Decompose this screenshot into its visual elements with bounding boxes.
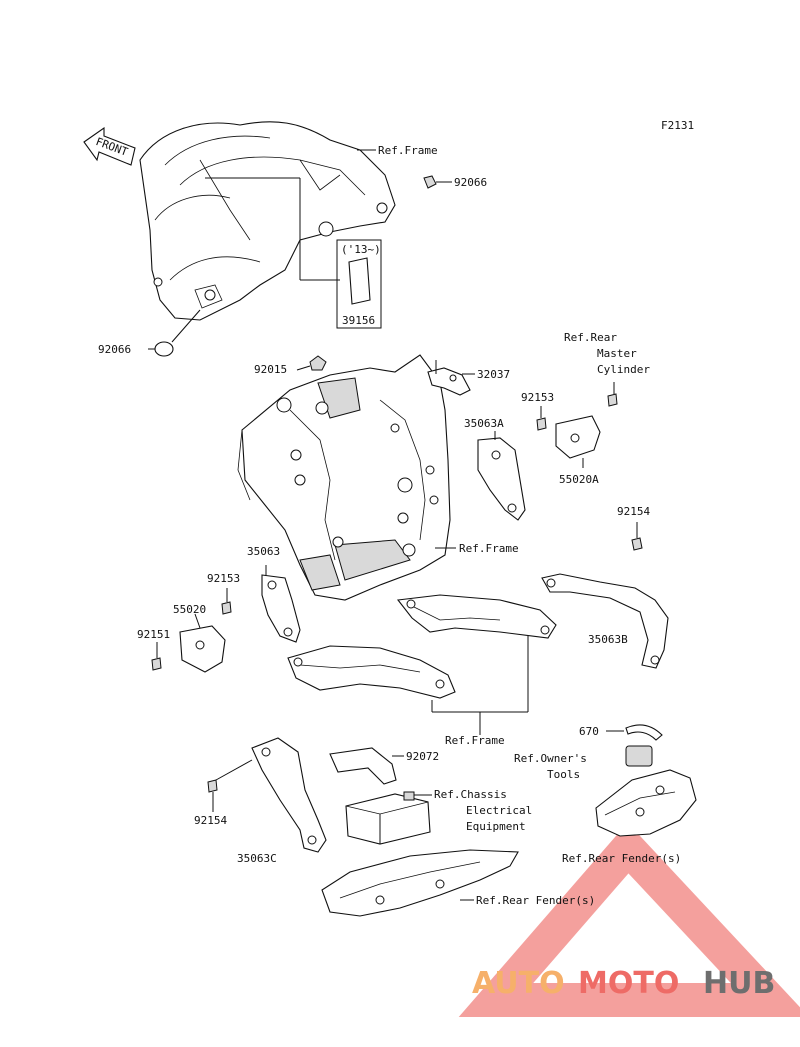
- part-label-92015: 92015: [254, 363, 287, 376]
- bolt-92151: [151, 657, 162, 671]
- subframe-rail-lower: [287, 645, 456, 699]
- nut-92015: [296, 355, 327, 371]
- ref-owners-tools-2: Tools: [547, 768, 580, 781]
- watermark-auto: AUTO: [472, 966, 565, 1001]
- battery-chassis-electrical: [345, 791, 432, 845]
- upper-frame-illustration: [139, 121, 396, 321]
- bracket-35063B: [541, 573, 669, 669]
- year-note: ('13~): [341, 243, 381, 256]
- part-label-35063A: 35063A: [464, 417, 504, 430]
- ref-chassis-2: Electrical: [466, 804, 532, 817]
- part-label-39156: 39156: [342, 314, 375, 327]
- watermark-moto: MOTO: [578, 966, 679, 1001]
- ref-chassis-3: Equipment: [466, 820, 526, 833]
- part-label-92072: 92072: [406, 750, 439, 763]
- watermark-hub: HUB: [703, 966, 775, 1001]
- ref-frame-mid: Ref.Frame: [459, 542, 519, 555]
- part-label-55020: 55020: [173, 603, 206, 616]
- bolt-92153-left: [221, 588, 232, 615]
- part-label-92154-lower: 92154: [194, 814, 227, 827]
- bolt-92154-top: [631, 522, 643, 551]
- rear-fender-lower: [321, 849, 519, 917]
- bolt-92153-right: [536, 406, 547, 431]
- cap-92066-bottom: [148, 309, 201, 357]
- bracket-55020: [179, 613, 226, 673]
- part-label-55020A: 55020A: [559, 473, 599, 486]
- watermark-logo: [458, 822, 800, 1017]
- part-label-92153-right: 92153: [521, 391, 554, 404]
- ref-chassis-1: Ref.Chassis: [434, 788, 507, 801]
- part-label-92151: 92151: [137, 628, 170, 641]
- bracket-55020A: [555, 415, 601, 468]
- ref-owners-tools-1: Ref.Owner's: [514, 752, 587, 765]
- part-label-35063C: 35063C: [237, 852, 277, 865]
- subframe-rail-upper: [396, 594, 557, 639]
- ref-rear-fender-upper: Ref.Rear Fender(s): [562, 852, 681, 865]
- center-frame-illustration: [237, 354, 451, 601]
- part-label-92153-left: 92153: [207, 572, 240, 585]
- bracket-32037: [427, 360, 475, 396]
- ref-rear-master-2: Master: [597, 347, 637, 360]
- bolt-rear-master: [607, 382, 618, 407]
- bracket-35063C: [251, 737, 327, 853]
- front-arrow-icon: FRONT: [83, 126, 136, 166]
- strap-92072: [329, 747, 404, 785]
- part-label-92066-bottom: 92066: [98, 343, 131, 356]
- clip-92066-top: [423, 175, 452, 189]
- ref-rear-master-3: Cylinder: [597, 363, 650, 376]
- ref-rear-fender-lower: Ref.Rear Fender(s): [476, 894, 595, 907]
- part-label-32037: 32037: [477, 368, 510, 381]
- label-39156-box: [205, 177, 382, 329]
- owners-tools: [625, 745, 653, 767]
- diagram-code: F2131: [661, 119, 694, 132]
- part-label-35063: 35063: [247, 545, 280, 558]
- bracket-35063: [261, 565, 301, 643]
- bolt-92154-lower: [207, 759, 253, 812]
- ref-frame-low-bracket: [431, 636, 529, 735]
- bracket-35063A: [477, 431, 526, 521]
- ref-frame-top: Ref.Frame: [378, 144, 438, 157]
- part-670: [606, 724, 663, 741]
- ref-frame-low: Ref.Frame: [445, 734, 505, 747]
- part-label-92066-top: 92066: [454, 176, 487, 189]
- part-label-35063B: 35063B: [588, 633, 628, 646]
- rear-fender-right: [595, 769, 697, 837]
- ref-rear-master-1: Ref.Rear: [564, 331, 617, 344]
- part-label-670: 670: [579, 725, 599, 738]
- watermark-text: AUTO MOTO HUB: [472, 966, 775, 1001]
- part-label-92154-top: 92154: [617, 505, 650, 518]
